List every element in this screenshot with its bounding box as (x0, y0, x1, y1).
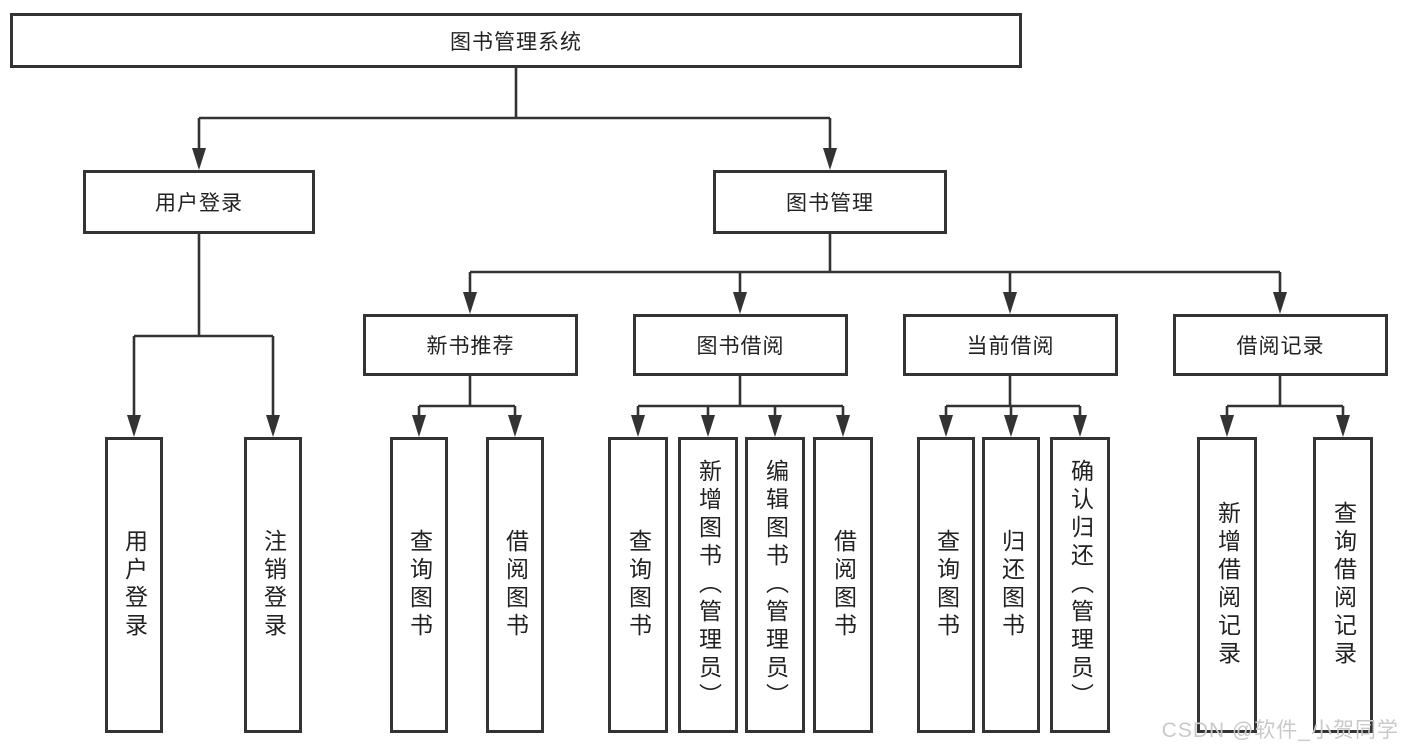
node-user-login-label: 用户登录 (155, 192, 243, 215)
leaf-user-login: 用户登录 (105, 437, 163, 733)
leaf-borrow-books-borrow-label: 借阅图书 (830, 529, 857, 641)
leaf-return-book-label: 归还图书 (998, 529, 1025, 641)
leaf-edit-book-admin: 编辑图书（管理员） (745, 437, 805, 733)
leaf-return-book: 归还图书 (982, 437, 1040, 733)
edge-book-borrow-children (631, 376, 850, 437)
arrow-down-icon (1073, 415, 1087, 437)
leaf-edit-book-admin-label: 编辑图书（管理员） (762, 459, 789, 711)
arrow-down-icon (192, 148, 206, 170)
node-root: 图书管理系统 (10, 13, 1022, 68)
arrow-down-icon (631, 415, 645, 437)
leaf-query-books-newrec-label: 查询图书 (406, 529, 433, 641)
leaf-add-book-admin: 新增图书（管理员） (678, 437, 738, 733)
leaf-confirm-return-admin-label: 确认归还（管理员） (1067, 459, 1094, 711)
leaf-user-login-label: 用户登录 (121, 529, 148, 641)
edge-borrow-records-children (1220, 376, 1350, 437)
leaf-borrow-books-newrec-label: 借阅图书 (502, 529, 529, 641)
leaf-confirm-return-admin: 确认归还（管理员） (1050, 437, 1110, 733)
arrow-down-icon (939, 415, 953, 437)
arrow-down-icon (1336, 415, 1350, 437)
leaf-query-books-borrow: 查询图书 (608, 437, 668, 733)
arrow-down-icon (1273, 292, 1287, 314)
leaf-query-borrow-record-label: 查询借阅记录 (1330, 501, 1357, 669)
leaf-logout: 注销登录 (244, 437, 302, 733)
arrow-down-icon (127, 415, 141, 437)
csdn-watermark: CSDN @软件_小贺同学 (1161, 719, 1399, 742)
arrow-down-icon (266, 415, 280, 437)
leaf-add-borrow-record: 新增借阅记录 (1197, 437, 1257, 733)
arrow-down-icon (701, 415, 715, 437)
leaf-query-books-borrow-label: 查询图书 (625, 529, 652, 641)
node-current-borrow-label: 当前借阅 (966, 335, 1055, 358)
arrow-down-icon (836, 415, 850, 437)
node-root-label: 图书管理系统 (450, 30, 582, 54)
node-current-borrow: 当前借阅 (903, 314, 1118, 376)
node-borrow-records-label: 借阅记录 (1236, 335, 1325, 358)
node-book-borrow: 图书借阅 (633, 314, 848, 376)
node-book-borrow-label: 图书借阅 (696, 335, 785, 358)
node-book-management: 图书管理 (713, 170, 947, 234)
arrow-down-icon (823, 148, 837, 170)
edge-root-to-level2 (192, 68, 837, 170)
leaf-add-borrow-record-label: 新增借阅记录 (1214, 501, 1241, 669)
arrow-down-icon (463, 292, 477, 314)
arrow-down-icon (1003, 292, 1017, 314)
edge-new-book-recommend-children (412, 376, 522, 437)
edge-user-login-children (127, 234, 280, 437)
leaf-borrow-books-newrec: 借阅图书 (486, 437, 544, 733)
leaf-logout-label: 注销登录 (260, 529, 287, 641)
arrow-down-icon (1220, 415, 1234, 437)
leaf-query-borrow-record: 查询借阅记录 (1313, 437, 1373, 733)
node-new-book-recommend-label: 新书推荐 (426, 335, 515, 358)
leaf-add-book-admin-label: 新增图书（管理员） (695, 459, 722, 711)
arrow-down-icon (412, 415, 426, 437)
node-book-management-label: 图书管理 (786, 192, 874, 215)
leaf-borrow-books-borrow: 借阅图书 (813, 437, 873, 733)
edge-current-borrow-children (939, 376, 1087, 437)
node-new-book-recommend: 新书推荐 (363, 314, 578, 376)
edge-book-management-children (463, 234, 1287, 314)
leaf-query-books-newrec: 查询图书 (390, 437, 448, 733)
leaf-query-books-current: 查询图书 (917, 437, 975, 733)
arrow-down-icon (508, 415, 522, 437)
arrow-down-icon (768, 415, 782, 437)
arrow-down-icon (1004, 415, 1018, 437)
node-user-login: 用户登录 (83, 170, 315, 234)
leaf-query-books-current-label: 查询图书 (933, 529, 960, 641)
arrow-down-icon (733, 292, 747, 314)
node-borrow-records: 借阅记录 (1173, 314, 1388, 376)
